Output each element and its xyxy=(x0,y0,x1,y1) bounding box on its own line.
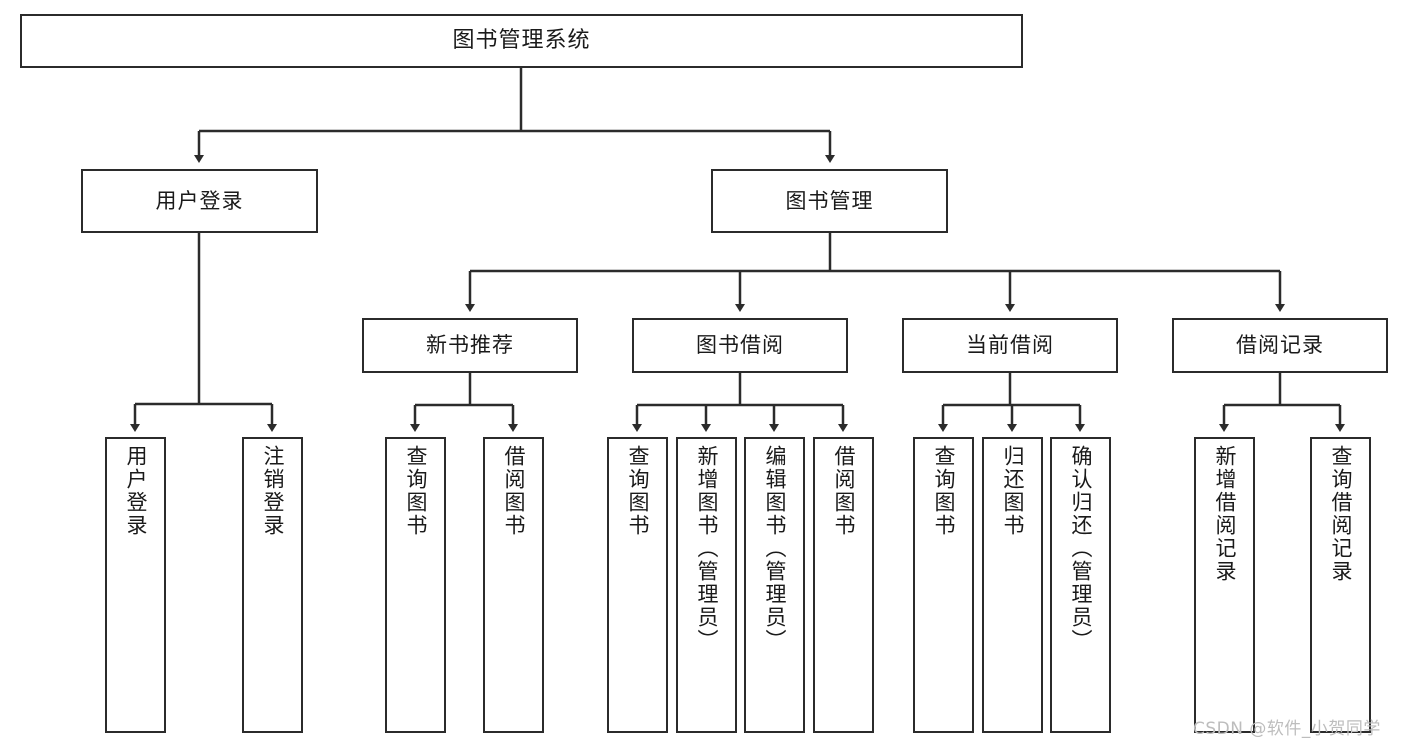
node-label: 图书借阅 xyxy=(696,333,784,358)
node-new-book-recommend[interactable]: 新书推荐 xyxy=(362,318,578,373)
leaf-user-login-logout[interactable]: 注销登录 xyxy=(242,437,303,733)
leaf-new-book-query[interactable]: 查询图书 xyxy=(385,437,446,733)
node-user-login[interactable]: 用户登录 xyxy=(81,169,318,233)
node-label: 借阅图书 xyxy=(832,445,856,537)
leaf-current-borrow-query[interactable]: 查询图书 xyxy=(913,437,974,733)
node-current-borrow[interactable]: 当前借阅 xyxy=(902,318,1118,373)
node-label: 当前借阅 xyxy=(966,333,1054,358)
leaf-book-borrow-edit[interactable]: 编辑图书（管理员） xyxy=(744,437,805,733)
node-label: 编辑图书（管理员） xyxy=(763,445,787,652)
leaf-borrow-record-add[interactable]: 新增借阅记录 xyxy=(1194,437,1255,733)
node-borrow-record[interactable]: 借阅记录 xyxy=(1172,318,1388,373)
node-label: 新增图书（管理员） xyxy=(695,445,719,652)
leaf-user-login-login[interactable]: 用户登录 xyxy=(105,437,166,733)
node-label: 图书管理系统 xyxy=(452,28,591,54)
leaf-book-borrow-borrow[interactable]: 借阅图书 xyxy=(813,437,874,733)
node-root-system[interactable]: 图书管理系统 xyxy=(20,14,1023,68)
node-label: 新书推荐 xyxy=(426,333,514,358)
node-label: 用户登录 xyxy=(124,445,148,537)
node-label: 归还图书 xyxy=(1001,445,1025,537)
leaf-book-borrow-add[interactable]: 新增图书（管理员） xyxy=(676,437,737,733)
node-label: 借阅图书 xyxy=(502,445,526,537)
node-label: 新增借阅记录 xyxy=(1213,445,1237,583)
leaf-current-borrow-return[interactable]: 归还图书 xyxy=(982,437,1043,733)
leaf-book-borrow-query[interactable]: 查询图书 xyxy=(607,437,668,733)
node-book-borrow[interactable]: 图书借阅 xyxy=(632,318,848,373)
node-label: 注销登录 xyxy=(261,445,285,537)
node-label: 借阅记录 xyxy=(1236,333,1324,358)
node-label: 查询图书 xyxy=(626,445,650,537)
leaf-borrow-record-query[interactable]: 查询借阅记录 xyxy=(1310,437,1371,733)
leaf-current-borrow-confirm-return[interactable]: 确认归还（管理员） xyxy=(1050,437,1111,733)
node-label: 用户登录 xyxy=(155,188,244,213)
node-label: 查询借阅记录 xyxy=(1329,445,1353,583)
node-label: 图书管理 xyxy=(785,188,874,213)
node-label: 查询图书 xyxy=(404,445,428,537)
leaf-new-book-borrow[interactable]: 借阅图书 xyxy=(483,437,544,733)
node-book-management[interactable]: 图书管理 xyxy=(711,169,948,233)
node-label: 查询图书 xyxy=(932,445,956,537)
node-label: 确认归还（管理员） xyxy=(1069,445,1093,652)
